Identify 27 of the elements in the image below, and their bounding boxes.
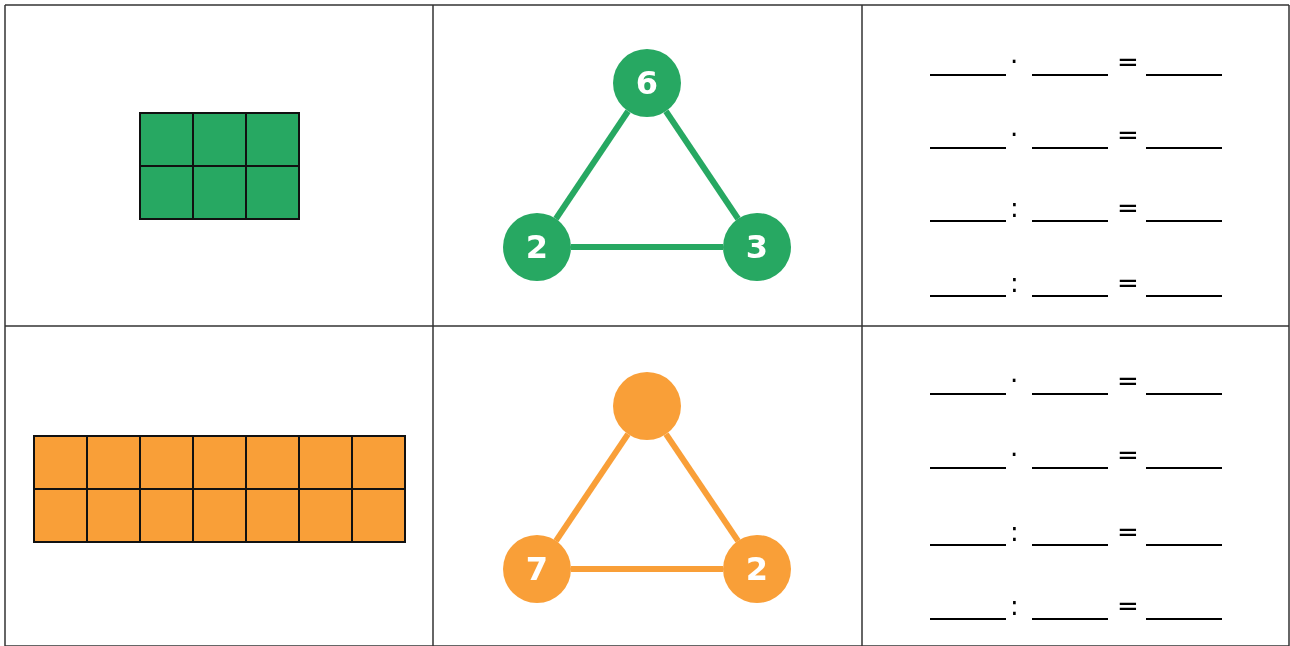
operator-sign: : xyxy=(1010,195,1019,221)
connector-line xyxy=(553,432,631,543)
number-circle: 2 xyxy=(723,535,791,603)
number-circle: 3 xyxy=(723,213,791,281)
connector-line xyxy=(571,566,723,572)
equals-sign: = xyxy=(1117,195,1139,221)
equals-sign: = xyxy=(1117,49,1139,75)
equals-sign: = xyxy=(1117,270,1139,296)
equals-sign: = xyxy=(1117,442,1139,468)
operator-sign: : xyxy=(1010,270,1019,296)
equals-sign: = xyxy=(1117,368,1139,394)
connector-line xyxy=(553,109,631,221)
number-circle: 6 xyxy=(613,49,681,117)
number-circle: 7 xyxy=(503,535,571,603)
connector-line xyxy=(663,109,741,221)
operator-sign: : xyxy=(1010,593,1019,619)
operator-sign: · xyxy=(1010,49,1019,75)
number-circle: 2 xyxy=(503,213,571,281)
operator-sign: : xyxy=(1010,519,1019,545)
equals-sign: = xyxy=(1117,122,1139,148)
connector-line xyxy=(663,432,741,543)
operator-sign: · xyxy=(1010,442,1019,468)
operator-sign: · xyxy=(1010,122,1019,148)
connector-line xyxy=(571,244,723,250)
equals-sign: = xyxy=(1117,519,1139,545)
equals-sign: = xyxy=(1117,593,1139,619)
operator-sign: · xyxy=(1010,368,1019,394)
